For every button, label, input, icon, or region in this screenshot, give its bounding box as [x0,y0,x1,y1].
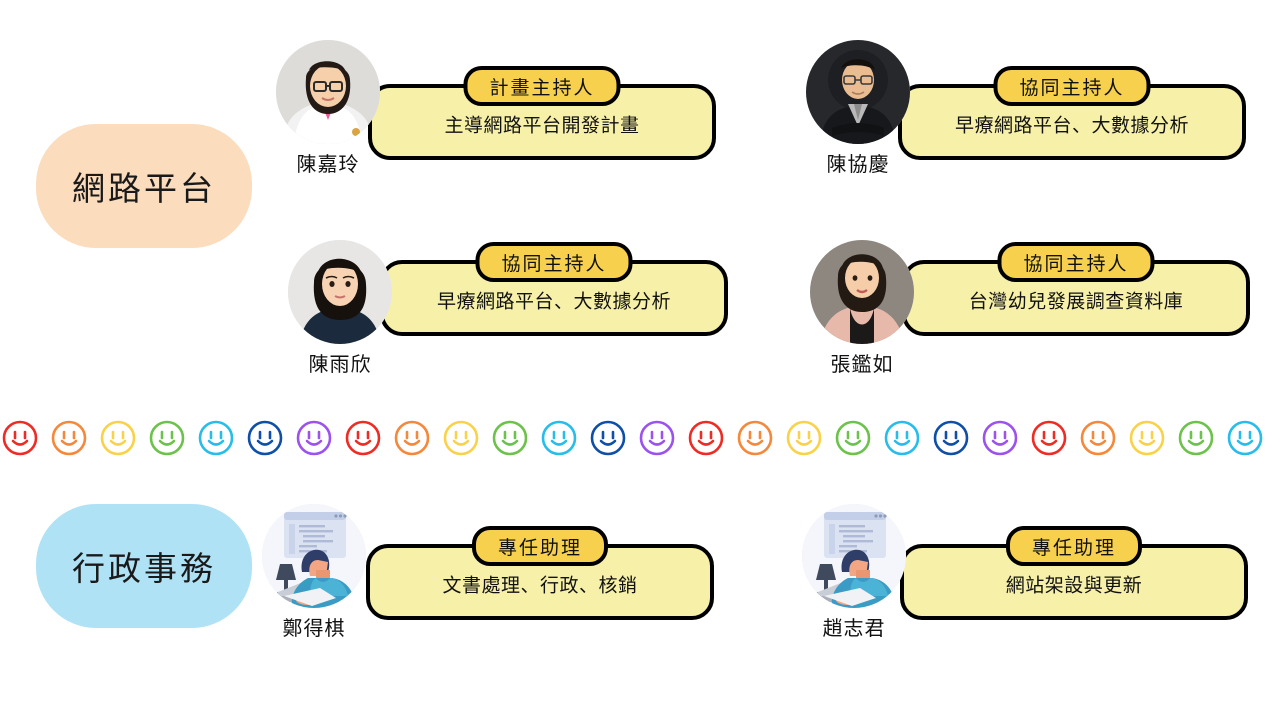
member-name: 陳協慶 [826,154,890,176]
role-badge-label: 計畫主持人 [489,77,595,99]
member-info-card: 專任助理 文書處理、行政、核銷 [366,526,714,620]
member-info-card: 計畫主持人 主導網路平台開發計畫 [368,66,716,160]
smiley-face-icon [590,420,626,456]
smiley-face-icon [1227,420,1263,456]
role-badge-label: 專任助理 [497,537,583,559]
smiley-face-icon [982,420,1018,456]
role-badge: 協同主持人 [993,66,1151,106]
role-badge: 專任助理 [471,526,609,566]
smiley-face-icon [492,420,528,456]
avatar [262,504,366,608]
smiley-face-icon [51,420,87,456]
role-badge: 計畫主持人 [463,66,621,106]
smiley-face-icon [737,420,773,456]
role-badge-label: 專任助理 [1031,537,1117,559]
smiley-face-icon [639,420,675,456]
avatar [806,40,910,144]
member-info-card: 協同主持人 早療網路平台、大數據分析 [898,66,1246,160]
role-badge-label: 協同主持人 [1023,253,1129,275]
smiley-face-icon [394,420,430,456]
smiley-face-icon [100,420,136,456]
smiley-face-icon [1080,420,1116,456]
group-label-network-platform: 網路平台 [36,124,252,248]
member-name: 陳嘉玲 [296,154,360,176]
smiley-face-icon [443,420,479,456]
member-description: 早療網路平台、大數據分析 [436,291,671,313]
avatar [802,504,906,608]
smiley-divider [0,410,1280,466]
member-name: 鄭得棋 [282,618,346,640]
role-badge: 協同主持人 [475,242,633,282]
smiley-face-icon [149,420,185,456]
smiley-face-icon [2,420,38,456]
smiley-face-icon [835,420,871,456]
smiley-face-icon [1178,420,1214,456]
smiley-face-icon [247,420,283,456]
avatar [810,240,914,344]
member-info-card: 專任助理 網站架設與更新 [900,526,1248,620]
role-badge: 協同主持人 [997,242,1155,282]
member-name: 陳雨欣 [308,354,372,376]
smiley-face-icon [198,420,234,456]
group-label-administration: 行政事務 [36,504,252,628]
smiley-face-icon [345,420,381,456]
smiley-face-icon [1129,420,1165,456]
member-name: 張鑑如 [830,354,894,376]
member-info-card: 協同主持人 台灣幼兒發展調查資料庫 [902,242,1250,336]
role-badge: 專任助理 [1005,526,1143,566]
smiley-face-icon [786,420,822,456]
avatar [288,240,392,344]
avatar [276,40,380,144]
member-description: 文書處理、行政、核銷 [442,575,638,597]
member-name: 趙志君 [822,618,886,640]
smiley-face-icon [688,420,724,456]
smiley-face-icon [1031,420,1067,456]
member-description: 主導網路平台開發計畫 [444,115,640,137]
member-description: 台灣幼兒發展調查資料庫 [968,291,1184,313]
member-description: 早療網路平台、大數據分析 [954,115,1189,137]
member-info-card: 協同主持人 早療網路平台、大數據分析 [380,242,728,336]
group-label-text: 網路平台 [72,172,216,208]
smiley-face-icon [296,420,332,456]
member-description: 網站架設與更新 [1005,575,1143,597]
group-label-text: 行政事務 [72,552,216,588]
role-badge-label: 協同主持人 [501,253,607,275]
role-badge-label: 協同主持人 [1019,77,1125,99]
smiley-face-icon [884,420,920,456]
smiley-face-icon [541,420,577,456]
smiley-face-icon [933,420,969,456]
